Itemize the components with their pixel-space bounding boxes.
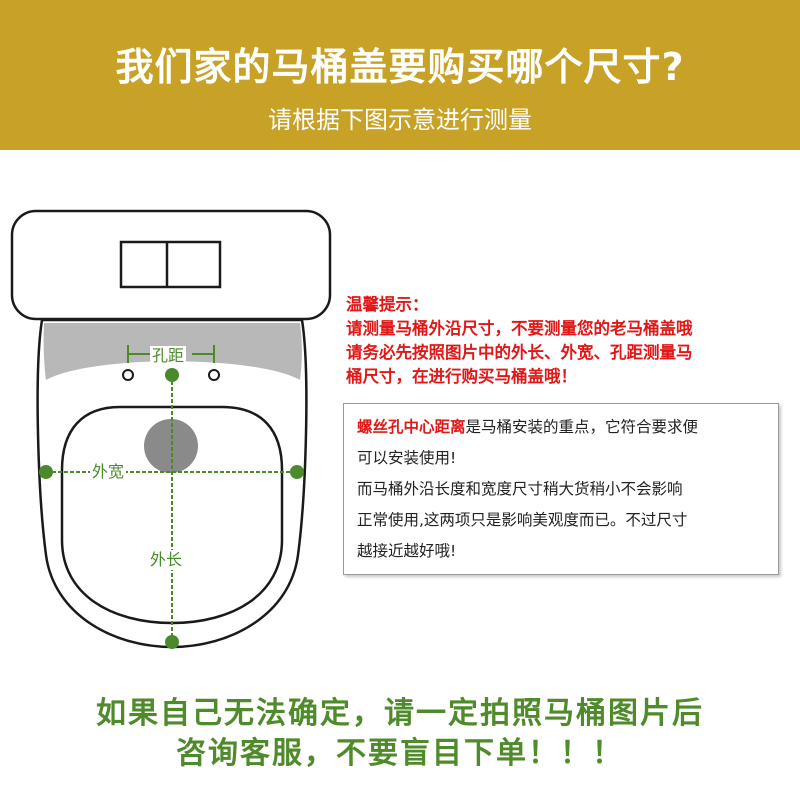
width-left-dot — [39, 465, 53, 479]
header-banner: 我们家的马桶盖要购买哪个尺寸? 请根据下图示意进行测量 — [0, 0, 800, 150]
bottom-message-line-1: 如果自己无法确定，请一定拍照马桶图片后 — [96, 696, 704, 731]
length-top-dot — [165, 368, 179, 382]
tip-line: 桶尺寸，在进行购买马桶盖哦！ — [346, 367, 577, 386]
note-highlight: 螺丝孔中心距离 — [357, 418, 466, 436]
tip-line: 请测量马桶外沿尺寸，不要测量您的老马桶盖哦 — [346, 319, 693, 338]
note-line: 越接近越好哦! — [357, 542, 457, 560]
length-bottom-dot — [165, 635, 179, 649]
page-subtitle: 请根据下图示意进行测量 — [268, 106, 532, 134]
screw-hole-right-icon — [208, 369, 220, 381]
outer-width-label: 外宽 — [90, 462, 127, 482]
outer-length-label: 外长 — [148, 550, 185, 570]
note-line-text: 是马桶安装的重点，它符合要求便 — [465, 418, 699, 436]
note-line: 螺丝孔中心距离是马桶安装的重点，它符合要求便 — [357, 412, 770, 443]
tip-line: 请务必先按照图片中的外长、外宽、孔距测量马 — [346, 343, 693, 362]
note-line: 而马桶外沿长度和宽度尺寸稍大货稍小不会影响 — [357, 480, 683, 498]
toilet-diagram: 孔距 外宽 外长 — [0, 195, 345, 675]
note-line: 正常使用,这两项只是影响美观度而已。不过尺寸 — [357, 511, 688, 529]
drain-circle — [144, 419, 198, 473]
tip-heading: 温馨提示： — [346, 295, 429, 314]
screw-hole-left-icon — [122, 369, 134, 381]
hole-distance-label: 孔距 — [150, 346, 187, 366]
width-right-dot — [290, 465, 304, 479]
bottom-message-line-2: 咨询客服，不要盲目下单！！！ — [176, 736, 624, 771]
toilet-illustration — [10, 209, 332, 649]
flush-button — [119, 240, 222, 289]
warm-tip: 温馨提示： 请测量马桶外沿尺寸，不要测量您的老马桶盖哦 请务必先按照图片中的外长… — [346, 293, 786, 389]
hole-distance-marker — [127, 345, 215, 363]
note-line: 可以安装使用! — [357, 449, 457, 467]
note-box: 螺丝孔中心距离是马桶安装的重点，它符合要求便 可以安装使用! 而马桶外沿长度和宽… — [343, 403, 779, 575]
page-title: 我们家的马桶盖要购买哪个尺寸? — [115, 45, 685, 89]
